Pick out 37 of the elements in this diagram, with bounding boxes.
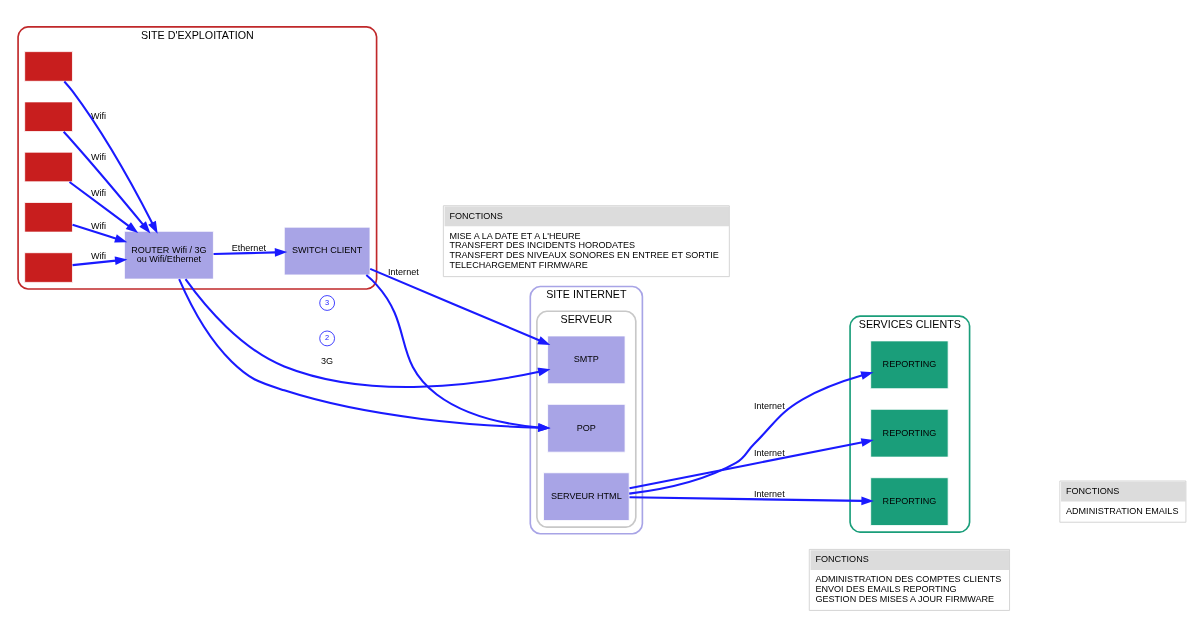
arrow bbox=[72, 255, 128, 266]
arrow bbox=[629, 437, 874, 489]
edge-label: Wifi bbox=[90, 250, 106, 261]
edge-label: Wifi bbox=[90, 187, 106, 198]
edge-label: Internet bbox=[753, 400, 785, 411]
edge-label: Internet bbox=[753, 447, 785, 458]
node-box: REPORTING bbox=[870, 340, 949, 389]
node-box bbox=[24, 151, 73, 182]
node-box bbox=[24, 50, 73, 82]
arrow bbox=[629, 370, 874, 495]
node-box: SERVEUR HTML bbox=[543, 471, 630, 521]
node-box: REPORTING bbox=[870, 476, 949, 526]
arrow bbox=[63, 80, 158, 234]
label: 2 bbox=[325, 332, 330, 342]
edge-label: Internet bbox=[753, 488, 785, 499]
node-box: SWITCH CLIENT bbox=[283, 226, 371, 275]
node-box bbox=[24, 201, 73, 232]
arrow bbox=[629, 495, 874, 505]
arrow bbox=[184, 278, 551, 388]
edge-label: Wifi bbox=[90, 151, 106, 162]
node-box: POP bbox=[547, 403, 626, 453]
node-box bbox=[24, 251, 73, 283]
edge-label: Internet bbox=[388, 266, 419, 277]
edge-label: Wifi bbox=[90, 220, 106, 231]
edge-label: 3G bbox=[321, 355, 334, 366]
edge-label: Wifi bbox=[90, 110, 106, 121]
arrow bbox=[213, 247, 288, 257]
edge-label: Ethernet bbox=[231, 242, 266, 253]
arrow bbox=[72, 223, 128, 242]
node-box: REPORTING bbox=[870, 408, 949, 458]
arrow bbox=[369, 267, 551, 345]
node-box: ROUTER Wifi / 3G ou Wifi/Ethernet bbox=[124, 230, 214, 279]
arrow bbox=[62, 130, 151, 234]
label: 3 bbox=[325, 297, 330, 307]
node-box bbox=[24, 101, 73, 132]
arrow bbox=[68, 180, 139, 233]
node-box: SMTP bbox=[547, 335, 626, 384]
